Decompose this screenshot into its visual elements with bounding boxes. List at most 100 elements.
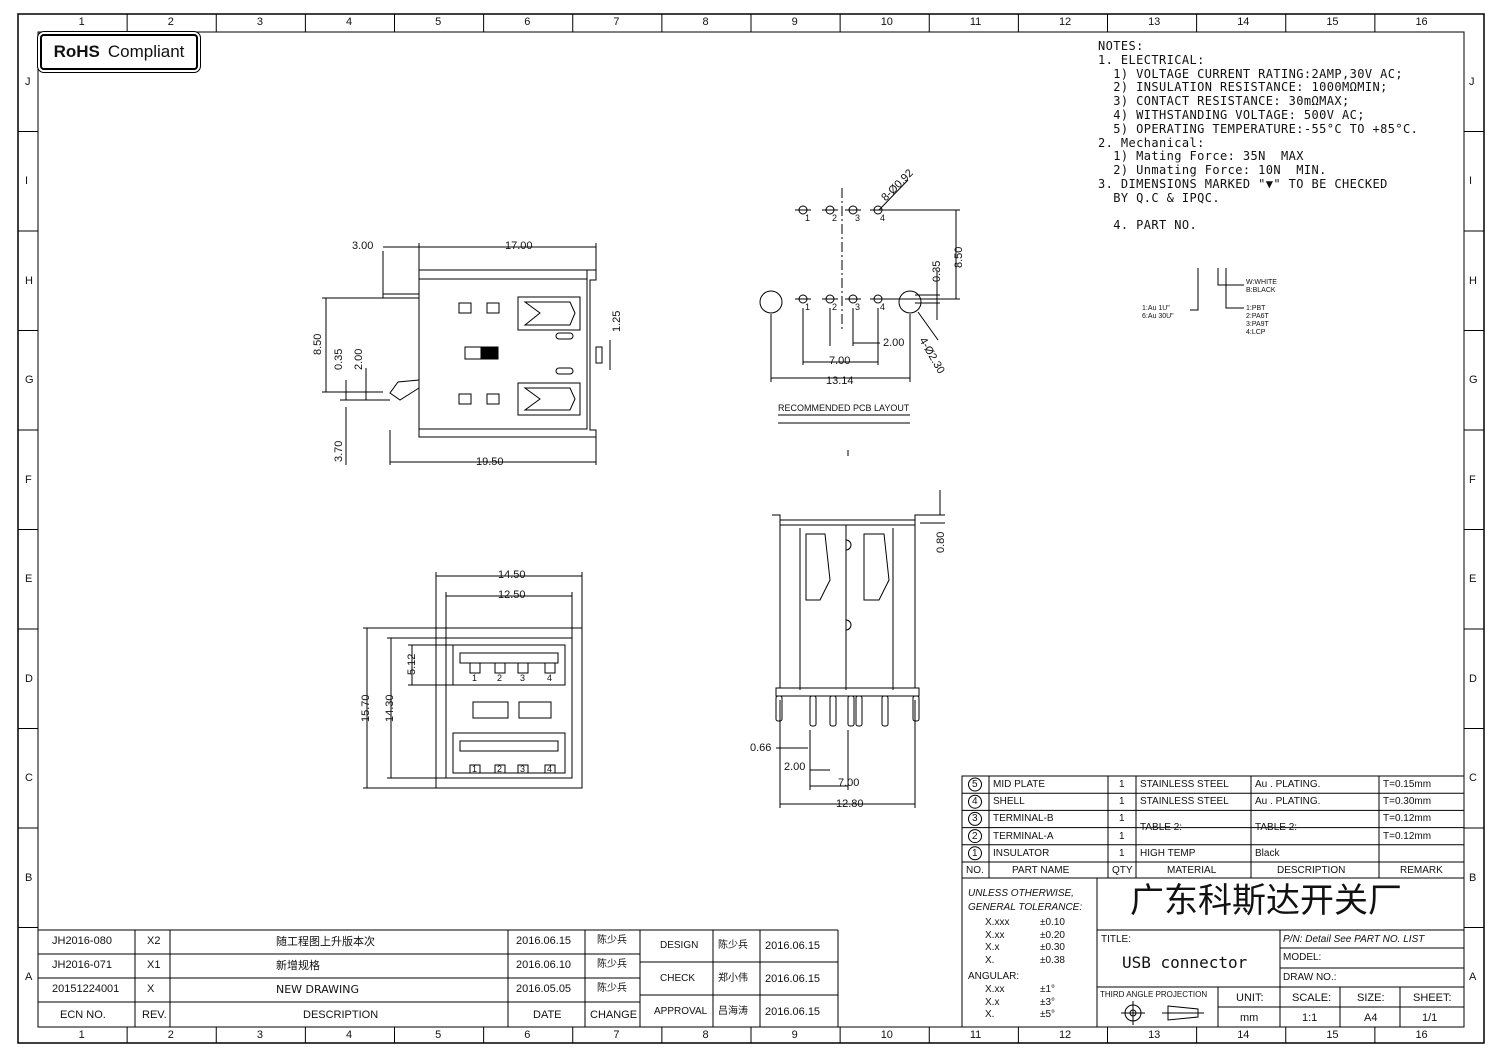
pcb-pin-number-top: 1 [805, 213, 811, 223]
bom-header-qty: QTY [1112, 865, 1133, 876]
tolerance-angular-format: X.xx [985, 984, 1005, 995]
revision-header-change: CHANGE [590, 1009, 638, 1021]
zone-col-top: 11 [969, 16, 982, 28]
zone-col-top: 16 [1415, 16, 1428, 28]
zone-col-bottom: 8 [702, 1029, 709, 1041]
pcb-layout-caption: RECOMMENDED PCB LAYOUT [778, 403, 910, 413]
company-name: 广东科斯达开关厂 [1130, 881, 1402, 921]
signoff-date: 2016.06.15 [765, 1006, 821, 1018]
revision-header-ecn: ECN NO. [60, 1009, 106, 1021]
bom-part-name: MID PLATE [993, 779, 1046, 790]
dim-side-17.00: 17.00 [505, 240, 533, 252]
dim-rear-7.00: 7.00 [838, 777, 860, 789]
dim-front-5.12: 5.12 [406, 653, 418, 675]
zone-col-bottom: 7 [613, 1029, 620, 1041]
title-label: TITLE: [1101, 934, 1132, 945]
bom-header-description: DESCRIPTION [1277, 865, 1346, 876]
zone-row-right: B [1469, 871, 1477, 884]
bom-qty: 1 [1119, 779, 1125, 790]
revision-date: 2016.06.15 [516, 935, 572, 947]
tolerance-linear-value: ±0.10 [1040, 917, 1065, 928]
pcb-pin-number-top: 4 [880, 213, 886, 223]
zone-col-top: 13 [1148, 16, 1161, 28]
bom-qty: 1 [1119, 830, 1125, 842]
zone-row-left: C [25, 772, 33, 785]
zone-col-bottom: 2 [167, 1029, 174, 1041]
zone-col-top: 15 [1326, 16, 1339, 28]
dim-side-8.50: 8.50 [312, 333, 324, 355]
dim-pcb-8.50: 8.50 [953, 246, 965, 268]
zone-row-left: F [25, 473, 32, 486]
revision-ecn: JH2016-071 [52, 959, 112, 971]
revision-grid [38, 929, 839, 1027]
zone-col-top: 12 [1058, 16, 1072, 28]
tolerance-title-2: GENERAL TOLERANCE: [968, 902, 1083, 913]
tolerance-linear-value: ±0.30 [1040, 942, 1065, 953]
zone-row-left: H [25, 274, 33, 287]
zone-col-top: 9 [791, 16, 798, 28]
front-pin-number-bottom: 1 [472, 764, 478, 774]
size-value: A4 [1364, 1012, 1378, 1024]
pcb-pin-number-bottom: 2 [832, 302, 838, 312]
material-code: 1:PBT 2:PA6T 3:PA9T 4:LCP [1246, 305, 1269, 336]
signoff-date: 2016.06.15 [765, 940, 821, 952]
zone-row-left: D [25, 672, 33, 685]
projection-symbol [1121, 1001, 1204, 1025]
projection-label: THIRD ANGLE PROJECTION [1100, 990, 1208, 999]
tolerance-angular-value: ±5° [1040, 1009, 1056, 1020]
tolerance-linear-format: X.xx [985, 929, 1005, 941]
scale-label: SCALE: [1292, 992, 1332, 1004]
revision-header-description: DESCRIPTION [303, 1009, 379, 1021]
zone-col-top: 5 [435, 16, 442, 28]
bom-part-name: TERMINAL-A [993, 830, 1054, 842]
zone-col-bottom: 6 [524, 1029, 531, 1041]
zone-col-bottom: 10 [880, 1029, 893, 1041]
bom-item-number: 4 [972, 796, 978, 808]
zone-col-top: 4 [345, 16, 353, 28]
zone-col-top: 2 [167, 16, 174, 28]
unit-value: mm [1240, 1012, 1259, 1024]
bom-qty: 1 [1119, 796, 1125, 808]
tolerance-angular-format: X. [985, 1009, 995, 1020]
zone-col-top: 6 [524, 16, 531, 28]
tolerance-linear-value: ±0.20 [1040, 929, 1065, 941]
revision-description: 新增规格 [276, 959, 320, 972]
zone-row-right: C [1469, 772, 1477, 785]
zone-col-top: 3 [256, 16, 263, 28]
zone-col-bottom: 3 [256, 1029, 263, 1041]
dim-side-0.35: 0.35 [333, 348, 345, 370]
signoff-role: APPROVAL [654, 1006, 708, 1017]
bom-item-number: 5 [972, 779, 978, 790]
bom-header-no: NO. [966, 865, 984, 876]
tolerance-linear-value: ±0.38 [1040, 954, 1065, 966]
zone-col-bottom: 9 [791, 1029, 798, 1041]
bom-part-name: INSULATOR [993, 847, 1050, 859]
signoff-role: DESIGN [660, 940, 699, 951]
title-block-grid [961, 877, 1465, 1028]
dim-pcb-2.00: 2.00 [883, 337, 905, 349]
sheet-value: 1/1 [1422, 1012, 1438, 1024]
zone-col-bottom: 13 [1148, 1029, 1161, 1041]
size-label: SIZE: [1357, 992, 1385, 1004]
zone-col-bottom: 4 [345, 1029, 353, 1041]
plating-code: 1:Au 1U" 6:Au 30U" [1142, 305, 1174, 320]
bom-item-number: 2 [972, 830, 978, 842]
revision-ecn: JH2016-080 [52, 935, 112, 947]
zone-row-left: I [25, 175, 29, 188]
revision-date: 2016.06.10 [516, 959, 572, 971]
drawing-title: USB connector [1122, 953, 1248, 972]
draw-no-label: DRAW NO.: [1283, 972, 1337, 983]
zone-row-right: D [1469, 672, 1477, 685]
revision-rev: X [147, 983, 155, 995]
zone-col-top: 14 [1237, 16, 1250, 28]
unit-label: UNIT: [1236, 992, 1264, 1004]
zone-col-top: 8 [702, 16, 709, 28]
bom-qty: 1 [1119, 847, 1125, 859]
zone-col-top: 1 [78, 16, 85, 28]
dim-rear-0.80: 0.80 [935, 531, 947, 553]
zone-col-bottom: 15 [1326, 1029, 1339, 1041]
tolerance-linear-format: X.xxx [985, 917, 1010, 928]
zone-row-right: I [1469, 175, 1473, 188]
